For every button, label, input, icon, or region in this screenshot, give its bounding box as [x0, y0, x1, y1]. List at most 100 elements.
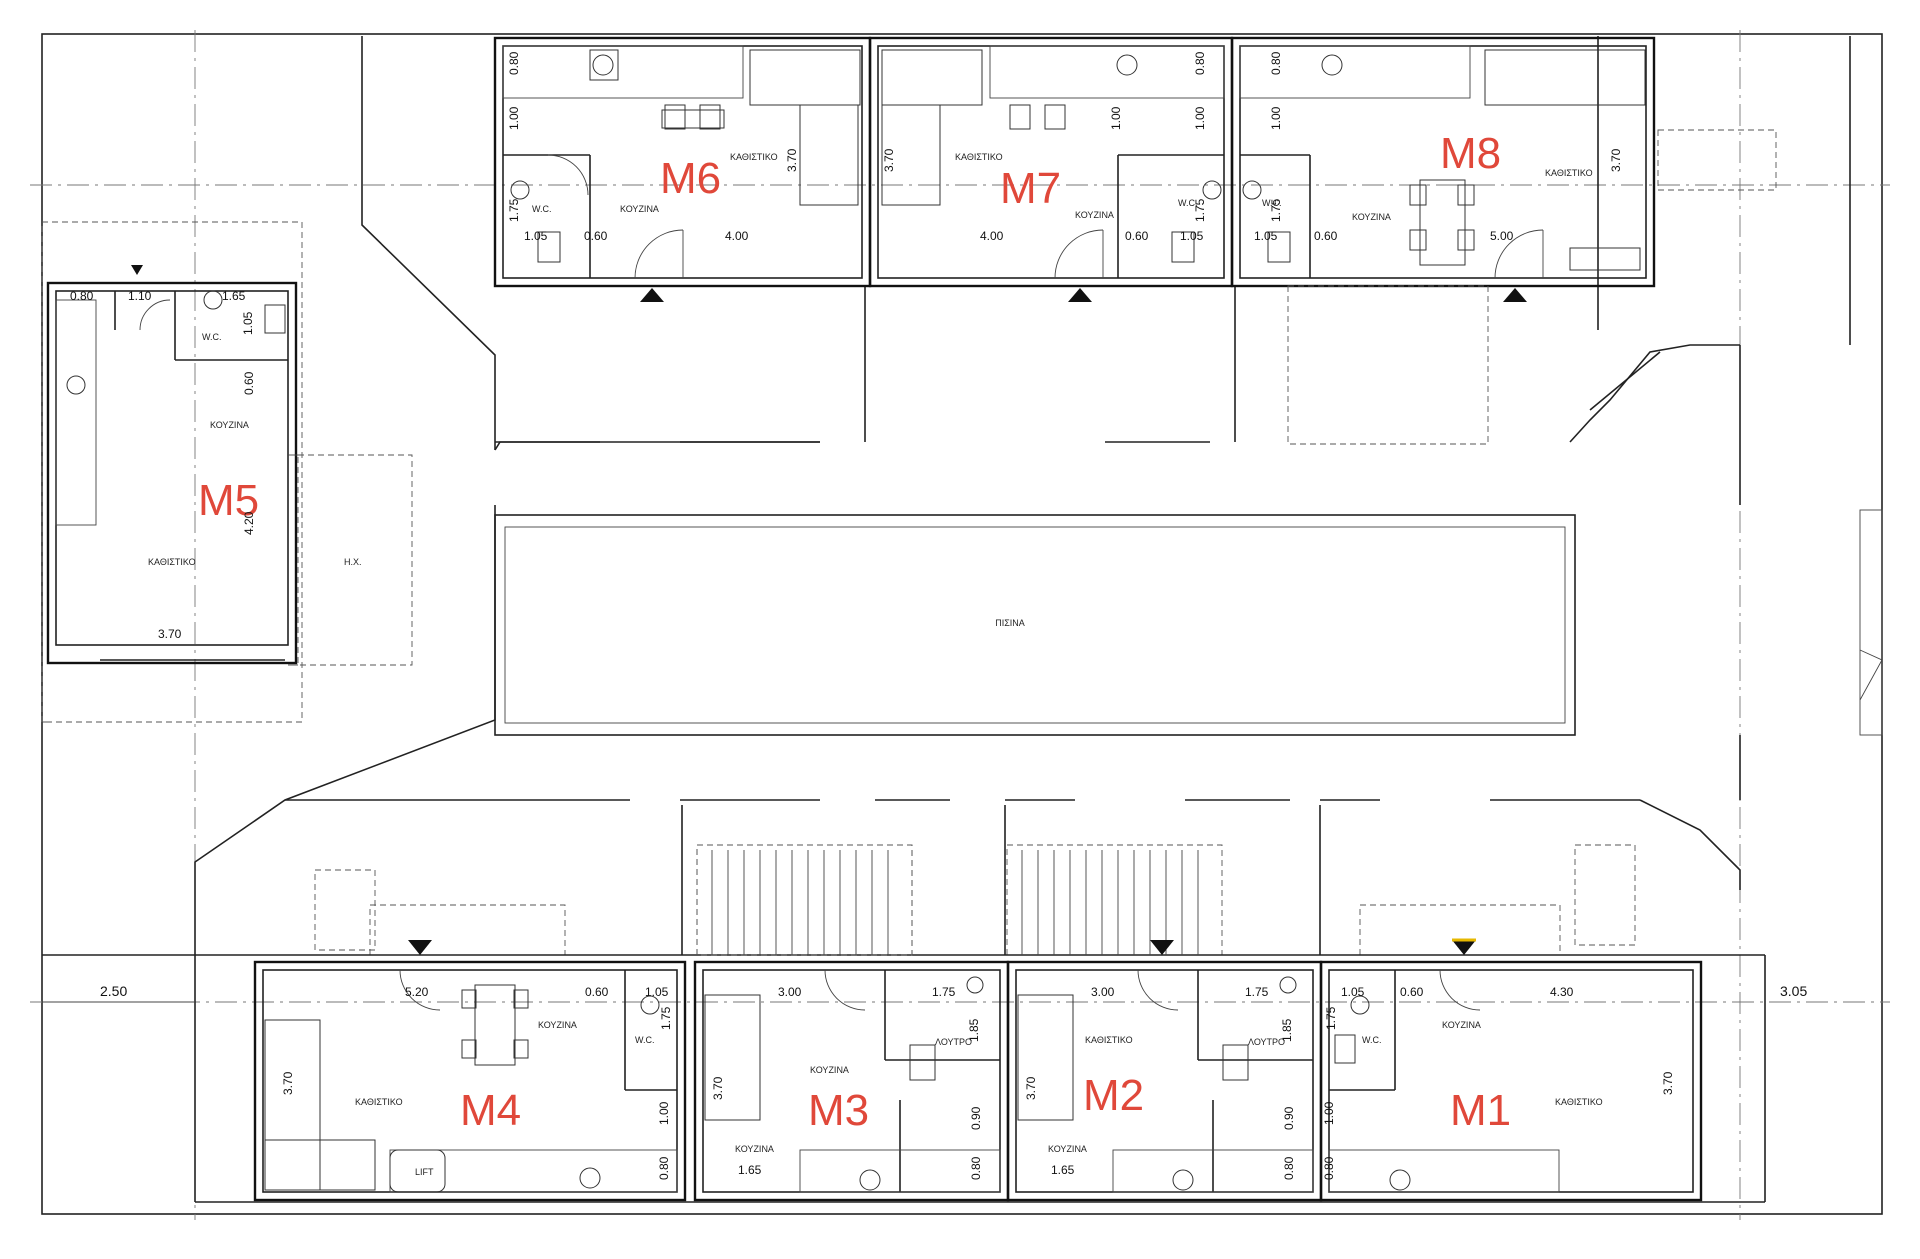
- m8-wc: W.C.: [1262, 198, 1282, 208]
- unit-m5: M5 ΚΑΘΙΣΤΙΚΟ ΚΟΥΖΙΝΑ W.C. Η.Χ. 0.80 1.10…: [41, 221, 413, 723]
- m1-dim-3: 3.05: [1780, 983, 1807, 999]
- m3-dim-4: 0.90: [969, 1106, 983, 1130]
- m7-dim-6: 0.80: [1193, 51, 1207, 75]
- m3-label: M3: [808, 1086, 869, 1135]
- m1-dim-7: 0.80: [1322, 1156, 1336, 1180]
- unit-m2: M2 ΚΑΘΙΣΤΙΚΟ ΚΟΥΖΙΝΑ ΛΟΥΤΡΟ 3.00 1.75 1.…: [1006, 940, 1323, 1202]
- m4-lift: LIFT: [415, 1167, 434, 1177]
- m7-kitchen: ΚΟΥΖΙΝΑ: [1075, 210, 1114, 220]
- m1-wc: W.C.: [1362, 1035, 1382, 1045]
- bottom-block-outline: 2.50: [42, 805, 1766, 1203]
- m2-dim-0: 3.00: [1091, 985, 1115, 999]
- m2-living: ΚΑΘΙΣΤΙΚΟ: [1085, 1035, 1133, 1045]
- m3-kitchen-upper: ΚΟΥΖΙΝΑ: [810, 1065, 849, 1075]
- m1-dim-2: 4.30: [1550, 985, 1574, 999]
- m8-dim-4: 0.60: [1314, 229, 1338, 243]
- m8-dim-5: 5.00: [1490, 229, 1514, 243]
- m5-dim-4: 0.60: [242, 371, 256, 395]
- m4-dim-6: 1.00: [657, 1101, 671, 1125]
- m2-label: M2: [1083, 1071, 1144, 1120]
- m6-label: M6: [660, 154, 721, 203]
- m4-dim-1: 5.20: [405, 985, 429, 999]
- m7-dim-3: 1.05: [1180, 229, 1204, 243]
- m3-dim-5: 1.65: [738, 1163, 762, 1177]
- m6-living: ΚΑΘΙΣΤΙΚΟ: [730, 152, 778, 162]
- unit-m6: M6 ΚΑΘΙΣΤΙΚΟ ΚΟΥΖΙΝΑ W.C. 0.80 1.00 1.75…: [493, 36, 872, 302]
- m4-dim-5: 3.70: [281, 1071, 295, 1095]
- m6-dim-3: 1.05: [524, 229, 548, 243]
- m1-dim-5: 1.00: [1322, 1101, 1336, 1125]
- stair-m2: [1021, 850, 1199, 955]
- m3-dim-3: 3.70: [711, 1076, 725, 1100]
- m4-kitchen: ΚΟΥΖΙΝΑ: [538, 1020, 577, 1030]
- m8-dim-1: 1.00: [1269, 106, 1283, 130]
- m7-dim-0: 3.70: [882, 148, 896, 172]
- m5-dim-3: 1.05: [241, 311, 255, 335]
- unit-m8: M8 ΚΑΘΙΣΤΙΚΟ ΚΟΥΖΙΝΑ W.C. 0.80 1.00 1.75…: [1230, 36, 1777, 445]
- m2-bath: ΛΟΥΤΡΟ: [1248, 1037, 1285, 1047]
- m1-living: ΚΑΘΙΣΤΙΚΟ: [1555, 1097, 1603, 1107]
- m4-label: M4: [460, 1086, 521, 1135]
- m3-dim-6: 0.80: [969, 1156, 983, 1180]
- m3-dim-2: 1.85: [967, 1018, 981, 1042]
- m2-dim-2: 1.85: [1280, 1018, 1294, 1042]
- m6-dim-6: 3.70: [785, 148, 799, 172]
- m1-dim-6: 3.70: [1661, 1071, 1675, 1095]
- m5-label: M5: [198, 476, 259, 525]
- m4-living: ΚΑΘΙΣΤΙΚΟ: [355, 1097, 403, 1107]
- m6-kitchen: ΚΟΥΖΙΝΑ: [620, 204, 659, 214]
- m5-wc: W.C.: [202, 332, 222, 342]
- m3-dim-1: 1.75: [932, 985, 956, 999]
- courtyard-walls: [42, 36, 1883, 956]
- m3-bath: ΛΟΥΤΡΟ: [935, 1037, 972, 1047]
- m4-dim-2: 0.60: [585, 985, 609, 999]
- m8-label: M8: [1440, 129, 1501, 178]
- m8-dim-2: 1.75: [1269, 198, 1283, 222]
- m1-label: M1: [1450, 1086, 1511, 1135]
- m8-dim-6: 3.70: [1609, 148, 1623, 172]
- m6-dim-0: 0.80: [507, 51, 521, 75]
- m5-dim-6: 3.70: [158, 627, 182, 641]
- m6-dim-4: 0.60: [584, 229, 608, 243]
- m7-dim-2: 0.60: [1125, 229, 1149, 243]
- unit-m4: M4 ΚΑΘΙΣΤΙΚΟ ΚΟΥΖΙΝΑ W.C. LIFT 5.20 0.60…: [253, 940, 687, 1202]
- m5-kitchen: ΚΟΥΖΙΝΑ: [210, 420, 249, 430]
- m2-dim-6: 0.80: [1282, 1156, 1296, 1180]
- m4-dim-3: 1.05: [645, 985, 669, 999]
- m3-kitchen-lower: ΚΟΥΖΙΝΑ: [735, 1144, 774, 1154]
- m7-dim-5: 1.00: [1109, 106, 1123, 130]
- m6-dim-5: 4.00: [725, 229, 749, 243]
- unit-m3: M3 ΚΟΥΖΙΝΑ ΚΟΥΖΙΝΑ ΛΟΥΤΡΟ 3.00 1.75 1.85…: [693, 960, 1010, 1202]
- m7-label: M7: [1000, 164, 1061, 213]
- m8-dim-3: 1.05: [1254, 229, 1278, 243]
- m6-dim-2: 1.75: [507, 198, 521, 222]
- m3-dim-0: 3.00: [778, 985, 802, 999]
- m2-dim-3: 3.70: [1024, 1076, 1038, 1100]
- unit-m1: M1 ΚΑΘΙΣΤΙΚΟ ΚΟΥΖΙΝΑ W.C. 1.05 0.60 4.30…: [1319, 938, 1807, 1202]
- m6-wc: W.C.: [532, 204, 552, 214]
- m2-dim-1: 1.75: [1245, 985, 1269, 999]
- m8-dim-0: 0.80: [1269, 51, 1283, 75]
- m8-living: ΚΑΘΙΣΤΙΚΟ: [1545, 168, 1593, 178]
- m5-dim-5: 4.20: [242, 511, 256, 535]
- m7-dim-7: 1.00: [1193, 106, 1207, 130]
- m4-dim-4: 1.75: [659, 1006, 673, 1030]
- m4-wc: W.C.: [635, 1035, 655, 1045]
- m8-kitchen: ΚΟΥΖΙΝΑ: [1352, 212, 1391, 222]
- m7-wc: W.C.: [1178, 198, 1198, 208]
- m5-hx: Η.Χ.: [344, 557, 362, 567]
- m2-kitchen: ΚΟΥΖΙΝΑ: [1048, 1144, 1087, 1154]
- m4-dim-7: 0.80: [657, 1156, 671, 1180]
- m1-dim-1: 0.60: [1400, 985, 1424, 999]
- m6-dim-1: 1.00: [507, 106, 521, 130]
- unit-m7: M7 ΚΑΘΙΣΤΙΚΟ ΚΟΥΖΙΝΑ W.C. 3.70 4.00 0.60…: [868, 36, 1234, 302]
- m5-dim-2: 1.65: [222, 289, 246, 303]
- m1-dim-4: 1.75: [1324, 1006, 1338, 1030]
- m5-living: ΚΑΘΙΣΤΙΚΟ: [148, 557, 196, 567]
- m5-dim-0: 0.80: [70, 289, 94, 303]
- dim-2-50: 2.50: [100, 983, 127, 999]
- m1-dim-0: 1.05: [1341, 985, 1365, 999]
- pool: ΠΙΣΙΝΑ: [494, 514, 1576, 736]
- m5-dim-1: 1.10: [128, 289, 152, 303]
